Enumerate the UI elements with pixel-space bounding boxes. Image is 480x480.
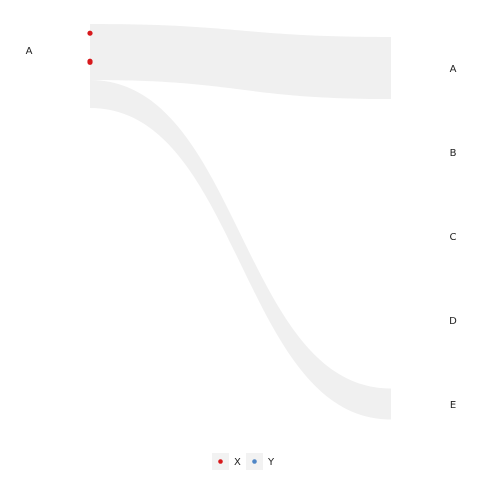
flow-a-to-e: [90, 80, 391, 420]
legend-label-y: Y: [267, 457, 275, 468]
target-node-label-a: A: [450, 64, 457, 75]
point-x-3: [87, 59, 93, 65]
target-node-label-e: E: [450, 400, 456, 411]
points-layer: [87, 30, 93, 65]
legend-key-y: [252, 459, 257, 464]
legend-key-x: [218, 459, 223, 464]
flow-a-to-a: [90, 24, 391, 99]
source-node-label-a: A: [26, 46, 33, 57]
point-x-1: [87, 30, 93, 36]
target-node-label-c: C: [450, 232, 457, 243]
legend-label-x: X: [234, 457, 241, 468]
flows-layer: [90, 24, 391, 420]
target-node-label-d: D: [449, 316, 457, 327]
target-node-label-b: B: [450, 148, 457, 159]
labels-layer: A A B C D E: [26, 46, 458, 411]
